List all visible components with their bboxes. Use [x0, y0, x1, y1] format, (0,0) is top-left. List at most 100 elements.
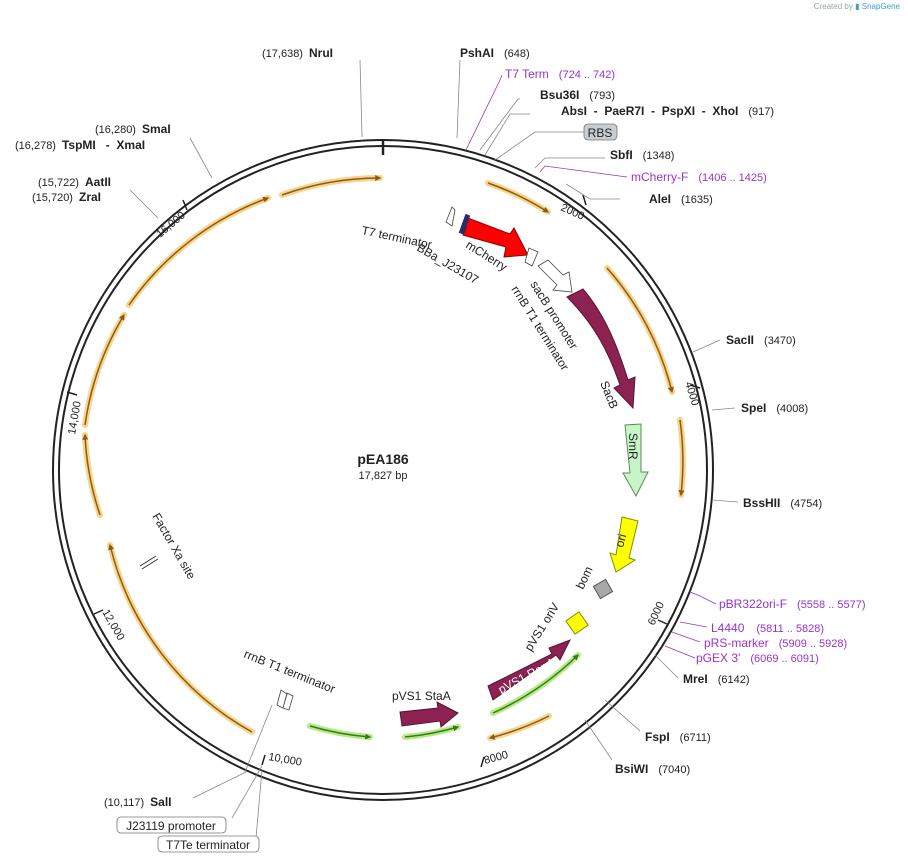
site-position: (1348) [643, 150, 675, 162]
pvs1-oriv-feature[interactable] [565, 611, 589, 635]
ori-label: ori [612, 532, 629, 549]
snapgene-logo-icon: ▮ [855, 2, 860, 11]
tick-label: 4000 [682, 380, 701, 407]
site-nrui[interactable]: (17,638) NruI [262, 46, 333, 60]
bba-j23107-feature[interactable] [458, 213, 471, 235]
rrnb-t1-terminator-bottom-label: rrnB T1 terminator [242, 647, 337, 696]
t7te-terminator-box[interactable] [157, 835, 260, 853]
site-sbfi[interactable]: SbfI (1348) [610, 148, 674, 162]
tick-labels: 2000 4000 6000 8000 10,000 12,000 14,000… [66, 202, 701, 769]
site-name: SpeI [741, 401, 766, 415]
site-name: AleI [649, 192, 671, 206]
tick-label: 16,000 [154, 209, 187, 240]
site-bsu36i[interactable]: Bsu36I (793) [540, 88, 615, 102]
site-xmai[interactable]: (16,278) TspMI - XmaI [15, 138, 145, 152]
site-name: TspMI - XmaI [62, 138, 145, 152]
bom-feature[interactable] [592, 578, 614, 600]
site-position: (6142) [718, 674, 750, 686]
site-name: Bsu36I [540, 88, 579, 102]
tick-label: 8000 [483, 749, 510, 767]
tick-label: 12,000 [99, 608, 126, 643]
pvs1-staa-feature[interactable] [399, 701, 459, 728]
j23119-promoter-box[interactable] [116, 816, 227, 834]
primer-t7-term[interactable]: T7 Term (724 .. 742) [505, 67, 615, 81]
site-position: (6711) [680, 732, 711, 744]
site-name: SacII [726, 333, 754, 347]
primer-mcherry-f[interactable]: mCherry-F(1406 .. 1425) [631, 170, 767, 184]
site-position: (1635) [681, 194, 713, 206]
site-position: (16,278) [15, 140, 56, 152]
tick-label: 2000 [559, 202, 586, 223]
tick-label: 14,000 [66, 400, 84, 435]
site-name: SalI [150, 795, 171, 809]
sacb-feature[interactable] [566, 288, 636, 410]
site-name: FspI [645, 730, 670, 744]
credit-brand: SnapGene [861, 2, 900, 11]
t7-terminator-feature[interactable] [445, 206, 456, 227]
site-position: (15,720) [32, 192, 73, 204]
primer-name: pBR322ori-F [719, 597, 787, 611]
site-name: NruI [309, 46, 333, 60]
plasmid-length: 17,827 bp [359, 470, 408, 482]
site-bsiwi[interactable]: BsiWI (7040) [615, 762, 690, 776]
site-name: PshAI [460, 46, 494, 60]
site-name: SbfI [610, 148, 633, 162]
primer-range: (1406 .. 1425) [698, 172, 767, 184]
primer-l4440[interactable]: L4440(5811 .. 5828) [711, 621, 824, 635]
site-position: (648) [504, 48, 530, 60]
primer-range: (5909 .. 5928) [779, 638, 848, 650]
green-arcs [307, 652, 581, 740]
rrnb-t1-terminator-top-feature[interactable] [524, 247, 539, 267]
site-position: (793) [589, 90, 615, 102]
primer-labels: T7 Term (724 .. 742) mCherry-F(1406 .. 14… [505, 67, 866, 665]
site-name: BssHII [743, 496, 780, 510]
primer-pgex-3[interactable]: pGEX 3' (6069 .. 6091) [696, 651, 819, 665]
site-xhoi[interactable]: AbsI - PaeR7I - PspXI - XhoI(917) [561, 104, 774, 118]
site-position: (17,638) [262, 48, 303, 60]
site-smai[interactable]: (16,280)SmaI [95, 122, 171, 136]
rrnb-t1-terminator-bottom-feature[interactable] [276, 689, 294, 711]
site-bsshii[interactable]: BssHII (4754) [743, 496, 822, 510]
primer-range: (724 .. 742) [559, 69, 615, 81]
tick-marks [66, 194, 701, 768]
pvs1-staa-label: pVS1 StaA [392, 689, 451, 703]
site-alei[interactable]: AleI (1635) [649, 192, 713, 206]
primer-pbr322ori-f[interactable]: pBR322ori-F (5558 .. 5577) [719, 597, 866, 611]
primer-prs-marker[interactable]: pRS-marker(5909 .. 5928) [704, 636, 847, 650]
site-fspi[interactable]: FspI (6711) [645, 730, 711, 744]
factor-xa-label: Factor Xa site [149, 511, 198, 582]
rbs-label: RBS [588, 126, 613, 140]
primer-name: pGEX 3' [696, 651, 740, 665]
site-name: ZraI [79, 190, 101, 204]
primer-leader-lines [465, 74, 717, 659]
site-name: AatII [85, 175, 111, 189]
primer-name: T7 Term [505, 67, 549, 81]
primer-range: (5558 .. 5577) [797, 599, 866, 611]
sacb-label: SacB [597, 379, 621, 411]
site-mrei[interactable]: MreI(6142) [683, 672, 749, 686]
primer-range: (6069 .. 6091) [750, 653, 819, 665]
site-zrai[interactable]: (15,720) ZraI [32, 190, 101, 204]
site-position: (4754) [790, 498, 822, 510]
site-aatii[interactable]: (15,722)AatII [38, 175, 111, 189]
site-position: (10,117) [104, 797, 144, 809]
site-spei[interactable]: SpeI(4008) [741, 401, 808, 415]
smr-feature[interactable] [622, 423, 649, 498]
pvs1-repa-label: pVS1 RepA [496, 655, 558, 697]
site-pshai[interactable]: PshAI (648) [460, 46, 530, 60]
site-sacii[interactable]: SacII (3470) [726, 333, 796, 347]
factor-xa-site-mark [141, 558, 159, 570]
site-position: (917) [748, 106, 774, 118]
site-sali[interactable]: (10,117) SalI [104, 795, 172, 809]
site-position: (3470) [764, 335, 796, 347]
site-position: (7040) [658, 764, 690, 776]
site-leader-lines [129, 59, 739, 839]
primer-name: L4440 [711, 621, 745, 635]
ori-feature[interactable] [609, 516, 639, 573]
site-name: SmaI [142, 122, 171, 136]
site-name: BsiWI [615, 762, 648, 776]
rbs-box[interactable] [583, 123, 618, 141]
pvs1-repa-feature[interactable] [487, 639, 572, 701]
sacb-promoter-feature[interactable] [537, 259, 573, 293]
